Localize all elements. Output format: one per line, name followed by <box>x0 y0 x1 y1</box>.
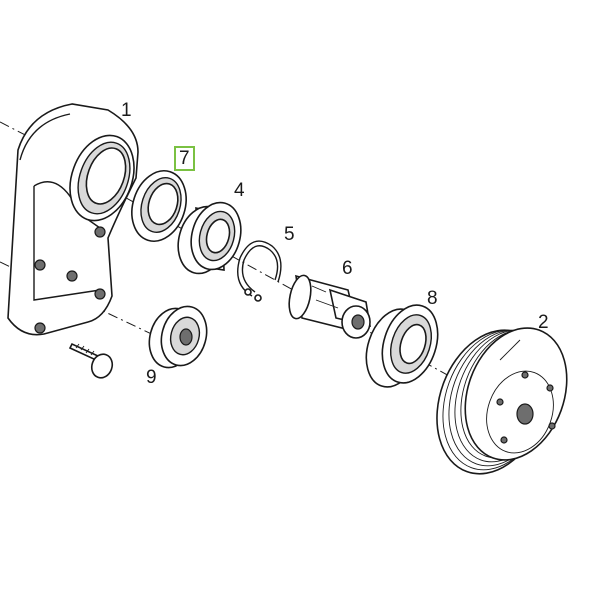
part-9-idler-pulley <box>148 305 208 369</box>
callout-6: 6 <box>342 258 353 279</box>
callout-8: 8 <box>427 288 438 309</box>
callout-9: 9 <box>146 367 157 388</box>
callout-4: 4 <box>234 180 245 201</box>
part-8-ball-bearing <box>365 304 439 388</box>
part-1-housing <box>7 103 139 336</box>
part-7-seal-ring <box>131 170 187 242</box>
mounting-bolt <box>68 342 114 379</box>
part-5-retaining-clip <box>237 240 282 302</box>
callout-7-highlighted[interactable]: 7 <box>174 146 195 171</box>
part-6-shaft <box>288 274 371 339</box>
part-4-ball-bearing <box>177 201 242 275</box>
part-2-pulley <box>436 327 568 475</box>
callout-1: 1 <box>121 100 132 121</box>
callout-5: 5 <box>284 224 295 245</box>
callout-2: 2 <box>538 312 549 333</box>
